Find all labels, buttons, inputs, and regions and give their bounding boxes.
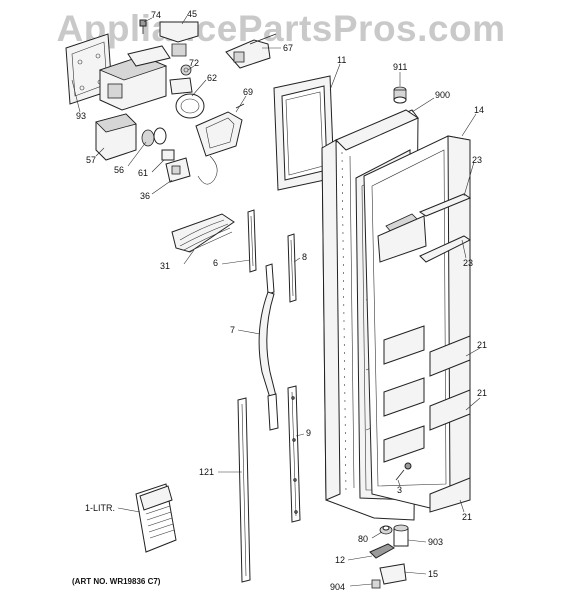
callout-80: 80 (358, 534, 369, 544)
part-911-plug (393, 86, 407, 104)
callout-56: 56 (114, 165, 125, 175)
callout-6: 6 (213, 258, 219, 268)
dispenser-mechanism (65, 19, 277, 185)
callout-62: 62 (207, 73, 218, 83)
callout-21-middle: 21 (477, 388, 488, 398)
callout-14: 14 (474, 105, 485, 115)
small-parts-bottom (369, 524, 409, 589)
callout-15: 15 (428, 569, 439, 579)
callout-9: 9 (306, 428, 312, 438)
part-14-liner (363, 135, 472, 513)
callout-57: 57 (86, 155, 97, 165)
callout-23-lower: 23 (463, 258, 474, 268)
callout-67: 67 (283, 43, 294, 53)
trim-strips-6-8 (247, 209, 297, 303)
literature-booklet (135, 483, 177, 553)
part-31-grille (171, 213, 235, 253)
watermark: AppliancePartsPros.com (56, 8, 506, 49)
part-7-handle (258, 263, 279, 431)
leader-lines (71, 15, 481, 587)
callout-11: 11 (337, 55, 347, 65)
part-9-trim (287, 385, 301, 523)
callout-1-litr: 1-LITR. (85, 503, 116, 513)
callout-93: 93 (76, 111, 87, 121)
part-121-trim (237, 397, 251, 583)
art-number-caption: (ART NO. WR19836 C7) (72, 577, 161, 586)
callout-45: 45 (187, 9, 198, 19)
callout-911: 911 (393, 62, 408, 72)
callout-23-upper: 23 (472, 155, 483, 165)
part-11-frame (273, 75, 335, 191)
callout-900: 900 (435, 90, 451, 100)
callout-36: 36 (140, 191, 151, 201)
callout-72: 72 (189, 58, 200, 68)
callout-12: 12 (335, 555, 346, 565)
callout-69: 69 (243, 87, 254, 97)
callout-904: 904 (330, 582, 346, 592)
callout-21-upper: 21 (477, 340, 488, 350)
callout-31: 31 (160, 261, 171, 271)
callout-21-lower: 21 (462, 512, 473, 522)
callout-7: 7 (230, 325, 236, 335)
callout-74: 74 (151, 10, 162, 20)
callout-8: 8 (302, 252, 308, 262)
callout-61: 61 (138, 168, 149, 178)
callout-903: 903 (428, 537, 444, 547)
callout-3: 3 (397, 485, 403, 495)
callout-121: 121 (199, 467, 215, 477)
